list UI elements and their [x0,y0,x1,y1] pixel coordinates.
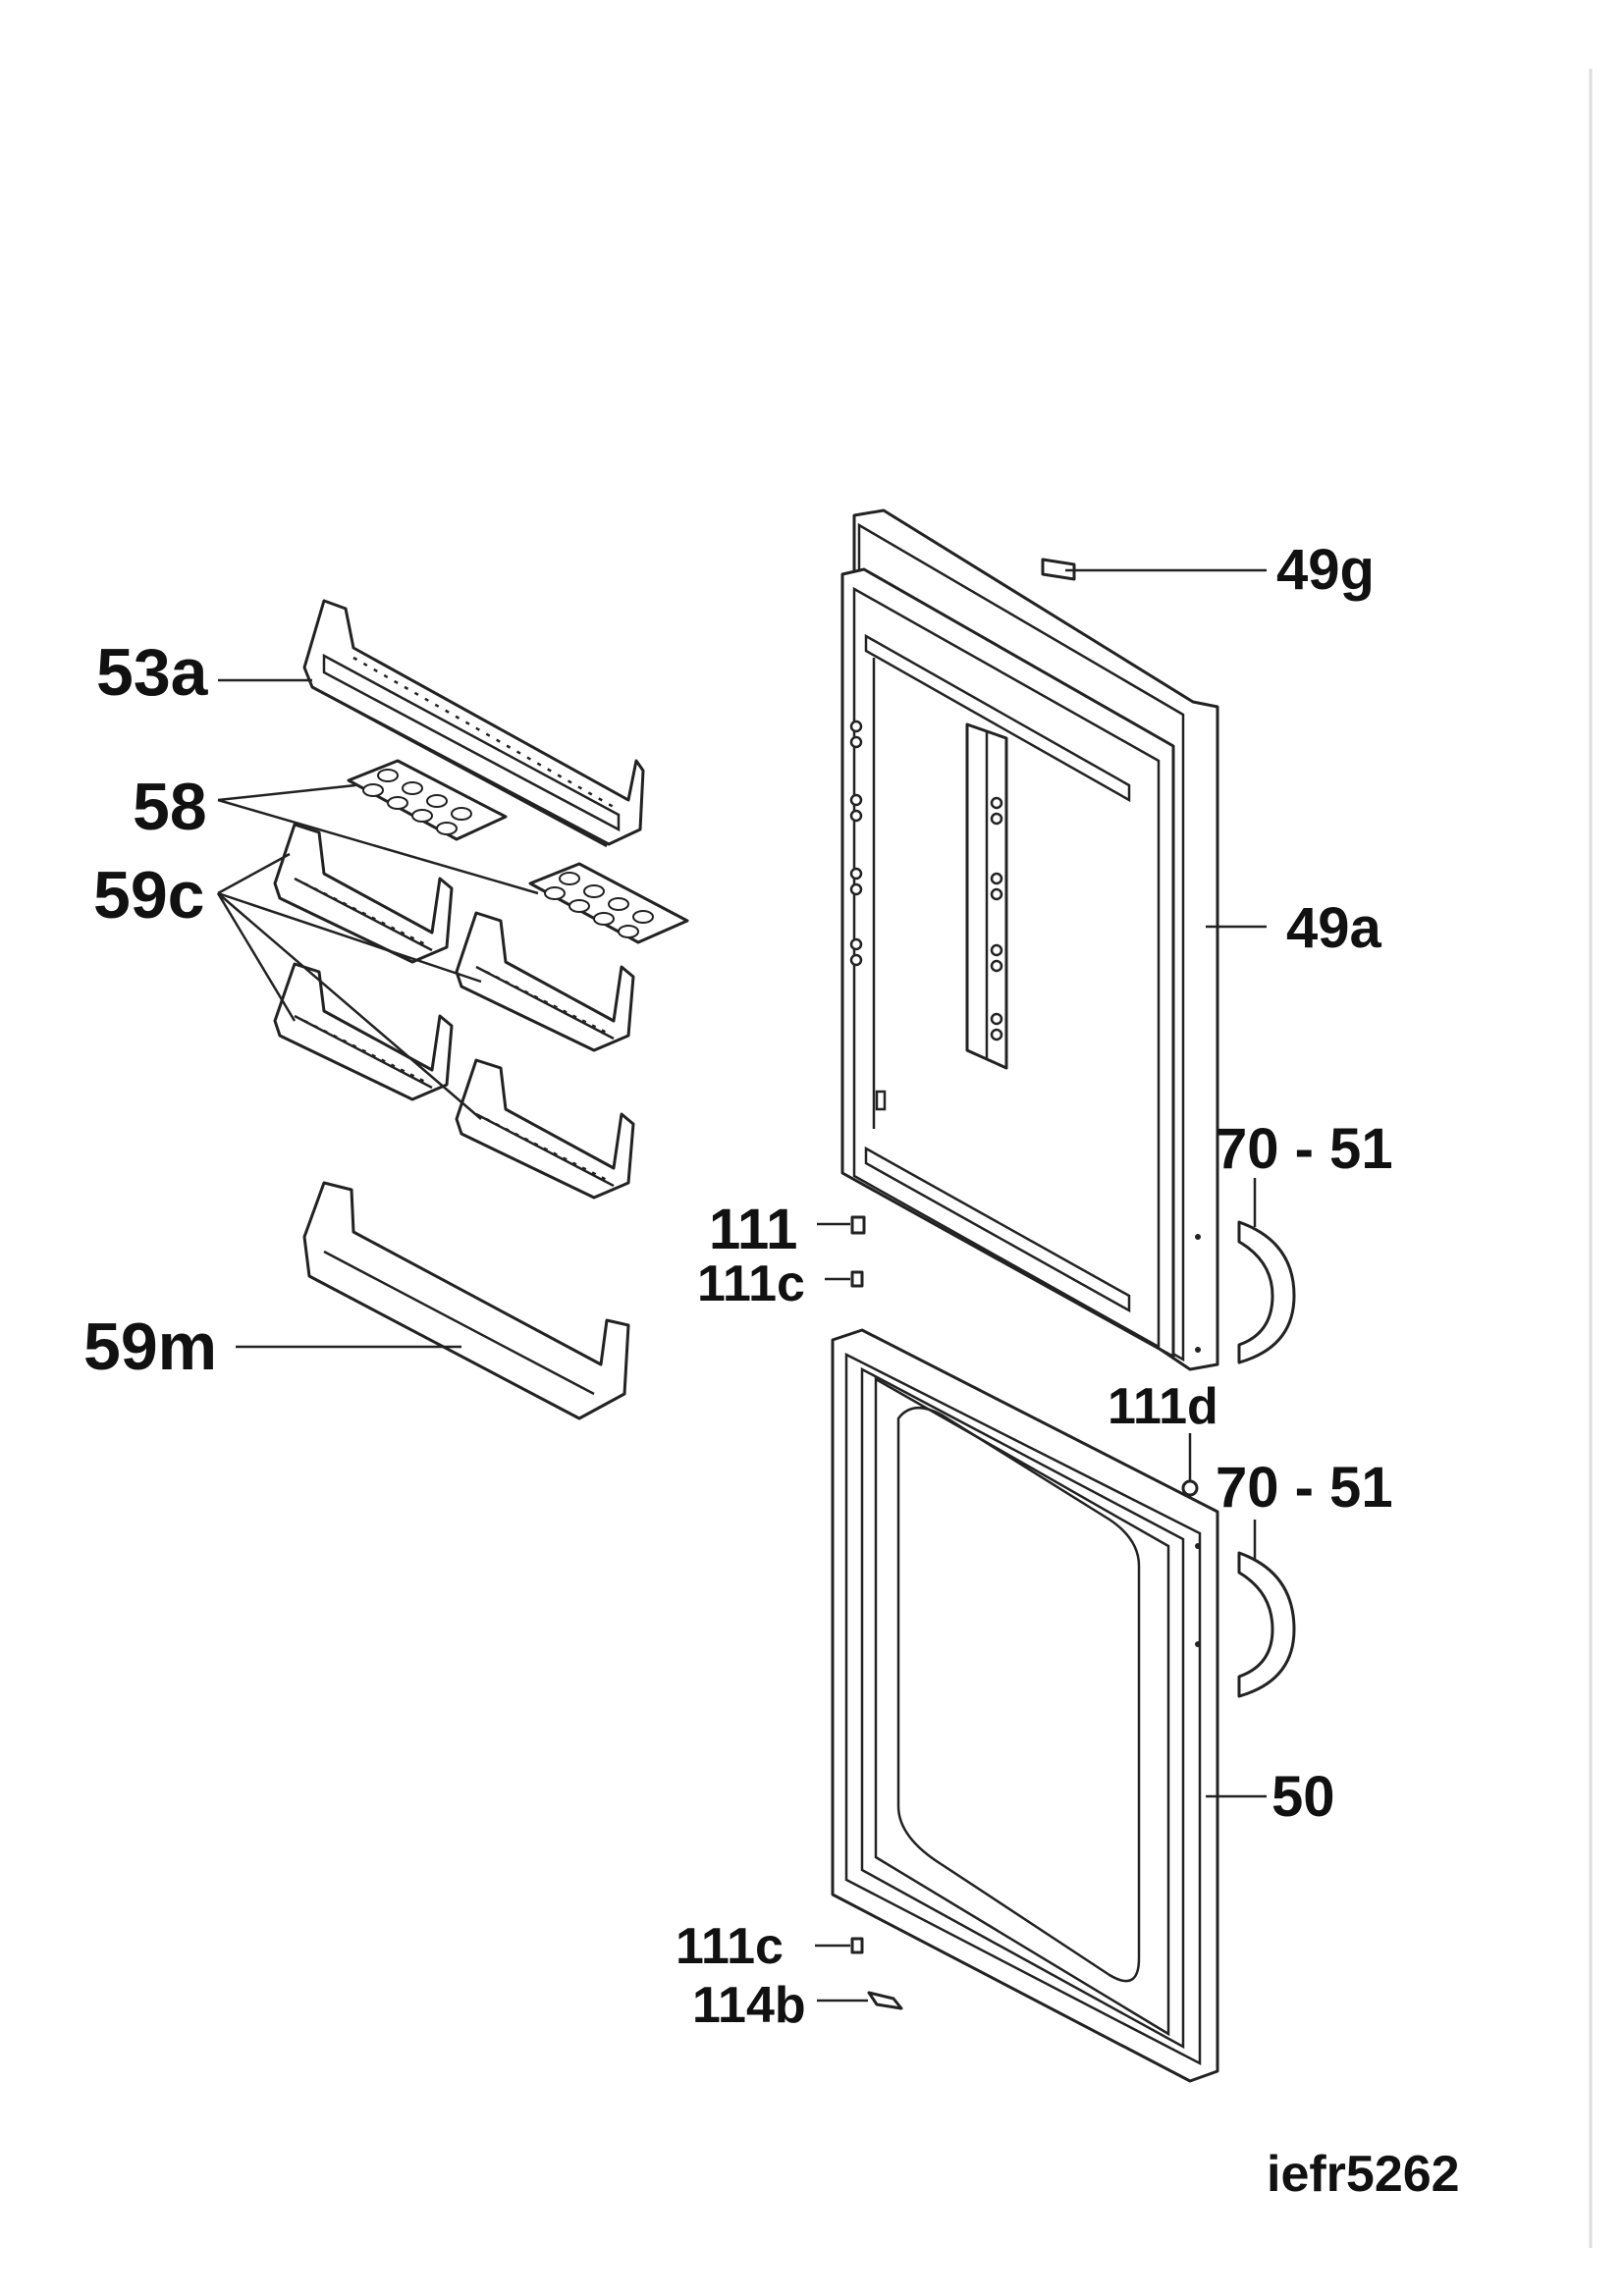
hinge-114b [867,1991,903,2010]
callout-59c: 59c [93,858,204,933]
callout-111c-bottom: 111c [676,1918,784,1975]
bushing-111c-bottom [850,1937,864,1954]
upper-door-part [840,508,1219,1371]
leader-58-b [217,798,539,895]
leader-59c-a [217,852,291,895]
leader-59c-c [216,892,297,1022]
lower-door-part [831,1328,1219,2083]
door-inner-panel [896,1407,1141,1983]
callout-111: 111 [709,1198,797,1261]
callout-49a: 49a [1286,896,1382,960]
callout-59m: 59m [83,1309,217,1384]
callout-114b: 114b [692,1977,806,2034]
door-balcony-59c-3 [273,962,454,1101]
door-balcony-59c-4 [455,1058,635,1200]
door-balcony-59c-1 [273,823,454,964]
callout-58: 58 [133,770,207,844]
label-tab-49g [1041,558,1076,581]
hinge-pin-111 [850,1215,866,1235]
door-bosses-left [849,720,863,967]
egg-tray-top [347,759,508,841]
callout-111d: 111d [1108,1378,1218,1435]
door-balcony-53a [302,599,645,848]
leader-lines [216,568,1267,2002]
handle-top [1237,1220,1296,1364]
callout-70-51-bottom: 70 - 51 [1216,1456,1393,1520]
door-balcony-59c-2 [455,911,635,1052]
bottle-balcony-59m [302,1181,630,1420]
door-bosses-channel [990,796,1003,1041]
stopper-111d [1181,1479,1199,1497]
callout-50: 50 [1271,1765,1335,1829]
drawing-code: iefr5262 [1267,2146,1460,2203]
handle-bottom [1237,1551,1296,1698]
leader-58-a [217,783,356,802]
leader-59c-b [217,891,482,984]
callout-53a: 53a [96,635,209,710]
egg-tray-bottom [528,862,689,944]
leader-59c-d [217,892,482,1120]
bushing-111c-top [850,1270,864,1288]
callout-49g: 49g [1276,538,1375,602]
callout-111c-top: 111c [697,1255,805,1312]
callout-70-51-top: 70 - 51 [1216,1117,1393,1181]
